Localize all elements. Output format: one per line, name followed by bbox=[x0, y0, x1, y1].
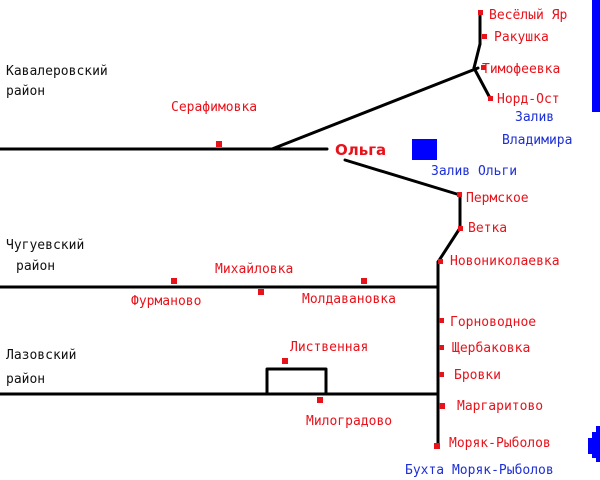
road-to-timofeevka bbox=[270, 66, 480, 151]
district-kavalerovsky-line1: Кавалеровский bbox=[6, 64, 108, 79]
furmanovo-label: Фурманово bbox=[131, 294, 201, 309]
vetka-label: Ветка bbox=[468, 221, 507, 236]
road-listvennaya-loop bbox=[265, 367, 328, 396]
permskoe-marker bbox=[457, 192, 462, 197]
serafimovka-label: Серафимовка bbox=[171, 100, 257, 115]
moryak-rybolov-marker bbox=[434, 443, 440, 449]
zaliv-vladimira-label-line2: Владимира bbox=[502, 133, 572, 148]
listvennaya-marker bbox=[282, 358, 288, 364]
listvennaya-label: Лиственная bbox=[290, 340, 368, 355]
road-timofeevka-nord-ost bbox=[472, 66, 492, 100]
brovki-label: Бровки bbox=[454, 368, 501, 383]
district-lazovsky-line2: район bbox=[6, 372, 45, 387]
zaliv-vladimira-water bbox=[592, 0, 600, 112]
bukhta-water bbox=[588, 426, 600, 462]
district-lazovsky-line1: Лазовский bbox=[6, 348, 76, 363]
road-olga-permskoe bbox=[343, 158, 462, 197]
milogradovo-marker bbox=[317, 397, 323, 403]
zaliv-olgi-water bbox=[412, 139, 437, 160]
road-vesely-yar-join bbox=[472, 42, 482, 70]
vetka-marker bbox=[458, 226, 463, 231]
zaliv-olgi-label: Залив Ольги bbox=[431, 164, 517, 179]
gornovodnoe-label: Горноводное bbox=[450, 315, 536, 330]
moldavanovka-marker bbox=[361, 278, 367, 284]
road-network bbox=[0, 10, 492, 449]
brovki-marker bbox=[439, 372, 444, 377]
margaritovo-label: Маргаритово bbox=[457, 399, 543, 414]
vesely-yar-label: Весёлый Яр bbox=[489, 8, 567, 23]
novonikolaevka-marker bbox=[438, 259, 443, 264]
moryak-rybolov-label: Моряк-Рыболов bbox=[449, 436, 551, 451]
novonikolaevka-label: Новониколаевка bbox=[450, 254, 560, 269]
zaliv-vladimira-label-line1: Залив bbox=[515, 110, 554, 125]
district-kavalerovsky-line2: район bbox=[6, 84, 45, 99]
moldavanovka-label: Молдавановка bbox=[302, 292, 396, 307]
nord-ost-label: Норд-Ост bbox=[497, 92, 560, 107]
milogradovo-label: Милоградово bbox=[306, 414, 392, 429]
settlement-markers bbox=[171, 10, 493, 449]
permskoe-label: Пермское bbox=[466, 191, 529, 206]
mikhaylovka-marker bbox=[258, 289, 264, 295]
shcherbakovka-label: Щербаковка bbox=[452, 341, 530, 356]
shcherbakovka-marker bbox=[439, 345, 444, 350]
serafimovka-marker bbox=[216, 141, 222, 147]
rakushka-marker bbox=[482, 34, 487, 39]
timofeevka-marker bbox=[481, 65, 486, 70]
rakushka-label: Ракушка bbox=[494, 30, 549, 45]
center-olga-label: Ольга bbox=[335, 141, 386, 159]
timofeevka-label: Тимофеевка bbox=[482, 62, 560, 77]
gornovodnoe-marker bbox=[439, 318, 444, 323]
district-chuguevsky-line1: Чугуевский bbox=[6, 238, 84, 253]
margaritovo-marker bbox=[439, 403, 445, 409]
district-chuguevsky-line2: район bbox=[16, 259, 55, 274]
furmanovo-marker bbox=[171, 278, 177, 284]
mikhaylovka-label: Михайловка bbox=[215, 262, 293, 277]
vesely-yar-marker bbox=[478, 10, 483, 15]
bukhta-label: Бухта Моряк-Рыболов bbox=[405, 463, 554, 478]
road-vetka-novonikolaevka bbox=[436, 226, 462, 264]
nord-ost-marker bbox=[488, 96, 493, 101]
